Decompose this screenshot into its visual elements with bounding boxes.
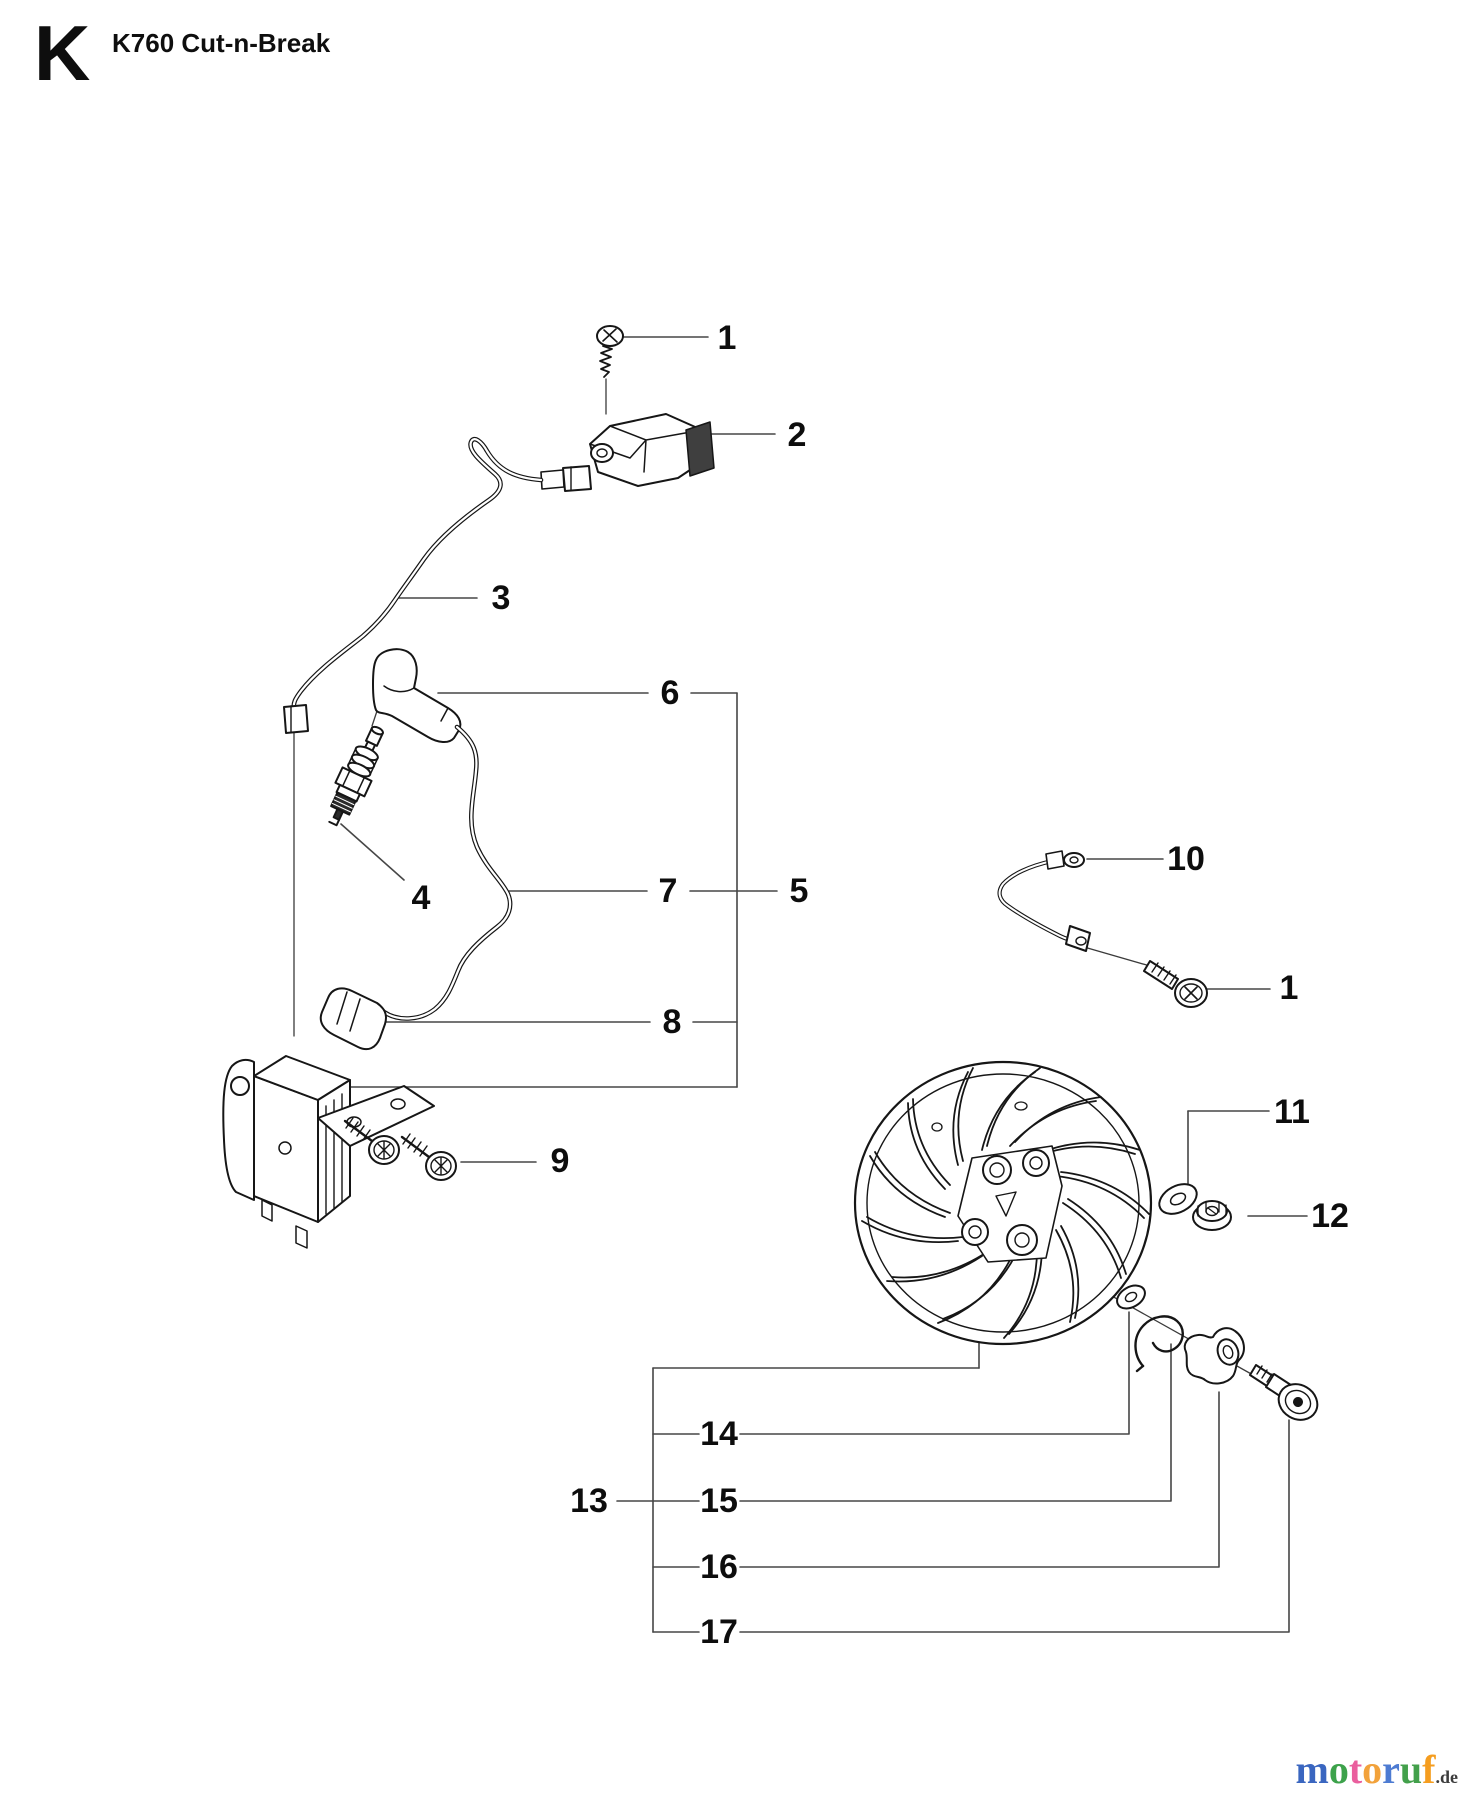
stop-switch bbox=[589, 413, 715, 487]
motoruf-logo-tld: .de bbox=[1435, 1767, 1459, 1787]
starter-pawl bbox=[1183, 1327, 1245, 1385]
ignition-module bbox=[222, 1055, 435, 1249]
module-screws bbox=[343, 1117, 457, 1181]
washer-small bbox=[1158, 1183, 1198, 1215]
callout-2: 2 bbox=[787, 416, 807, 454]
callout-10: 10 bbox=[1167, 840, 1205, 878]
logo-letter: u bbox=[1399, 1747, 1423, 1792]
callout-16: 16 bbox=[700, 1548, 738, 1586]
callout-14: 14 bbox=[700, 1415, 738, 1453]
leader-lines bbox=[340, 336, 1308, 1633]
callout-9: 9 bbox=[550, 1142, 570, 1180]
callout-4: 4 bbox=[411, 879, 431, 917]
motoruf-logo[interactable]: motoruf.de bbox=[1296, 1750, 1459, 1790]
callout-11: 11 bbox=[1274, 1093, 1310, 1131]
shoulder-bolt bbox=[1249, 1364, 1319, 1421]
retainer-clip bbox=[1134, 1315, 1184, 1373]
page-title: K760 Cut-n-Break bbox=[112, 28, 331, 58]
mounting-screw-top bbox=[596, 325, 624, 378]
callout-12: 12 bbox=[1311, 1197, 1349, 1235]
cable-boot bbox=[319, 987, 387, 1051]
logo-letter: o bbox=[1362, 1747, 1383, 1792]
callout-7: 7 bbox=[658, 872, 678, 910]
spark-plug bbox=[328, 725, 384, 827]
logo-letter: m bbox=[1295, 1747, 1329, 1792]
callout-6: 6 bbox=[660, 674, 680, 712]
callout-1-right: 1 bbox=[1279, 969, 1299, 1007]
callout-8: 8 bbox=[662, 1003, 682, 1041]
flywheel bbox=[853, 1060, 1153, 1346]
logo-letter: t bbox=[1348, 1747, 1363, 1792]
callout-17: 17 bbox=[700, 1613, 738, 1651]
logo-letter: f bbox=[1422, 1747, 1436, 1792]
logo-letter: r bbox=[1382, 1747, 1400, 1792]
motoruf-logo-word: motoruf bbox=[1296, 1747, 1436, 1792]
logo-letter: o bbox=[1328, 1747, 1349, 1792]
spark-plug-cap bbox=[372, 648, 462, 743]
callout-13: 13 bbox=[570, 1482, 608, 1520]
section-letter: K bbox=[34, 9, 91, 97]
ignition-ht-lead bbox=[375, 724, 513, 1021]
washer-flat bbox=[1116, 1284, 1146, 1310]
callout-3: 3 bbox=[491, 579, 511, 617]
callout-15: 15 bbox=[700, 1482, 738, 1520]
ground-wire bbox=[997, 850, 1091, 952]
switch-wire bbox=[283, 436, 592, 734]
callout-5: 5 bbox=[789, 872, 809, 910]
callout-1-top: 1 bbox=[717, 319, 737, 357]
mounting-screw-right bbox=[1143, 960, 1208, 1008]
flange-nut bbox=[1192, 1200, 1232, 1231]
